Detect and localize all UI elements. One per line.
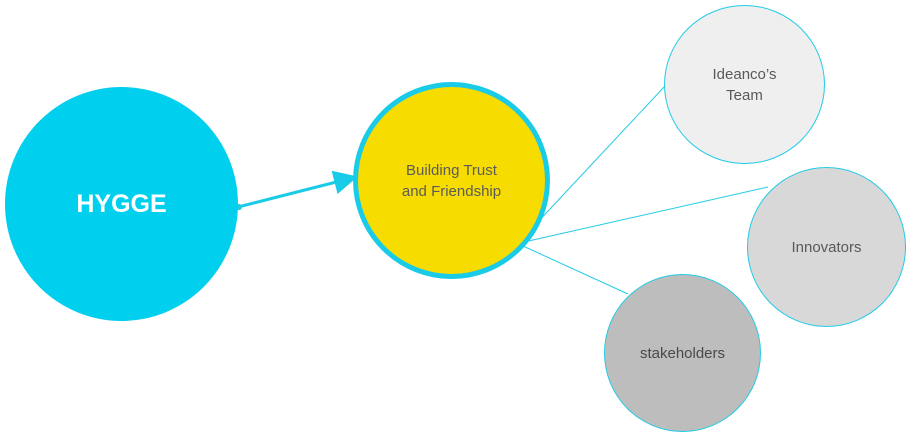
hygge-node: HYGGE	[5, 87, 238, 321]
ideanco-team-label: Ideanco’s Team	[712, 65, 777, 104]
innovators-label: Innovators	[791, 238, 862, 256]
trust-friendship-label: Building Trust and Friendship	[401, 161, 502, 200]
stakeholders-label: stakeholders	[639, 344, 726, 362]
trust-friendship-node: Building Trust and Friendship	[353, 82, 550, 279]
trust-to-stakeholders-connector	[522, 245, 629, 295]
hygge-to-trust-arrow	[237, 170, 358, 209]
ideanco-team-node: Ideanco’s Team	[664, 5, 825, 164]
stakeholders-node: stakeholders	[604, 274, 761, 432]
innovators-node: Innovators	[747, 167, 906, 327]
trust-to-innovators-connector	[523, 186, 769, 243]
hygge-label: HYGGE	[76, 189, 167, 218]
trust-to-team-connector	[534, 85, 666, 226]
